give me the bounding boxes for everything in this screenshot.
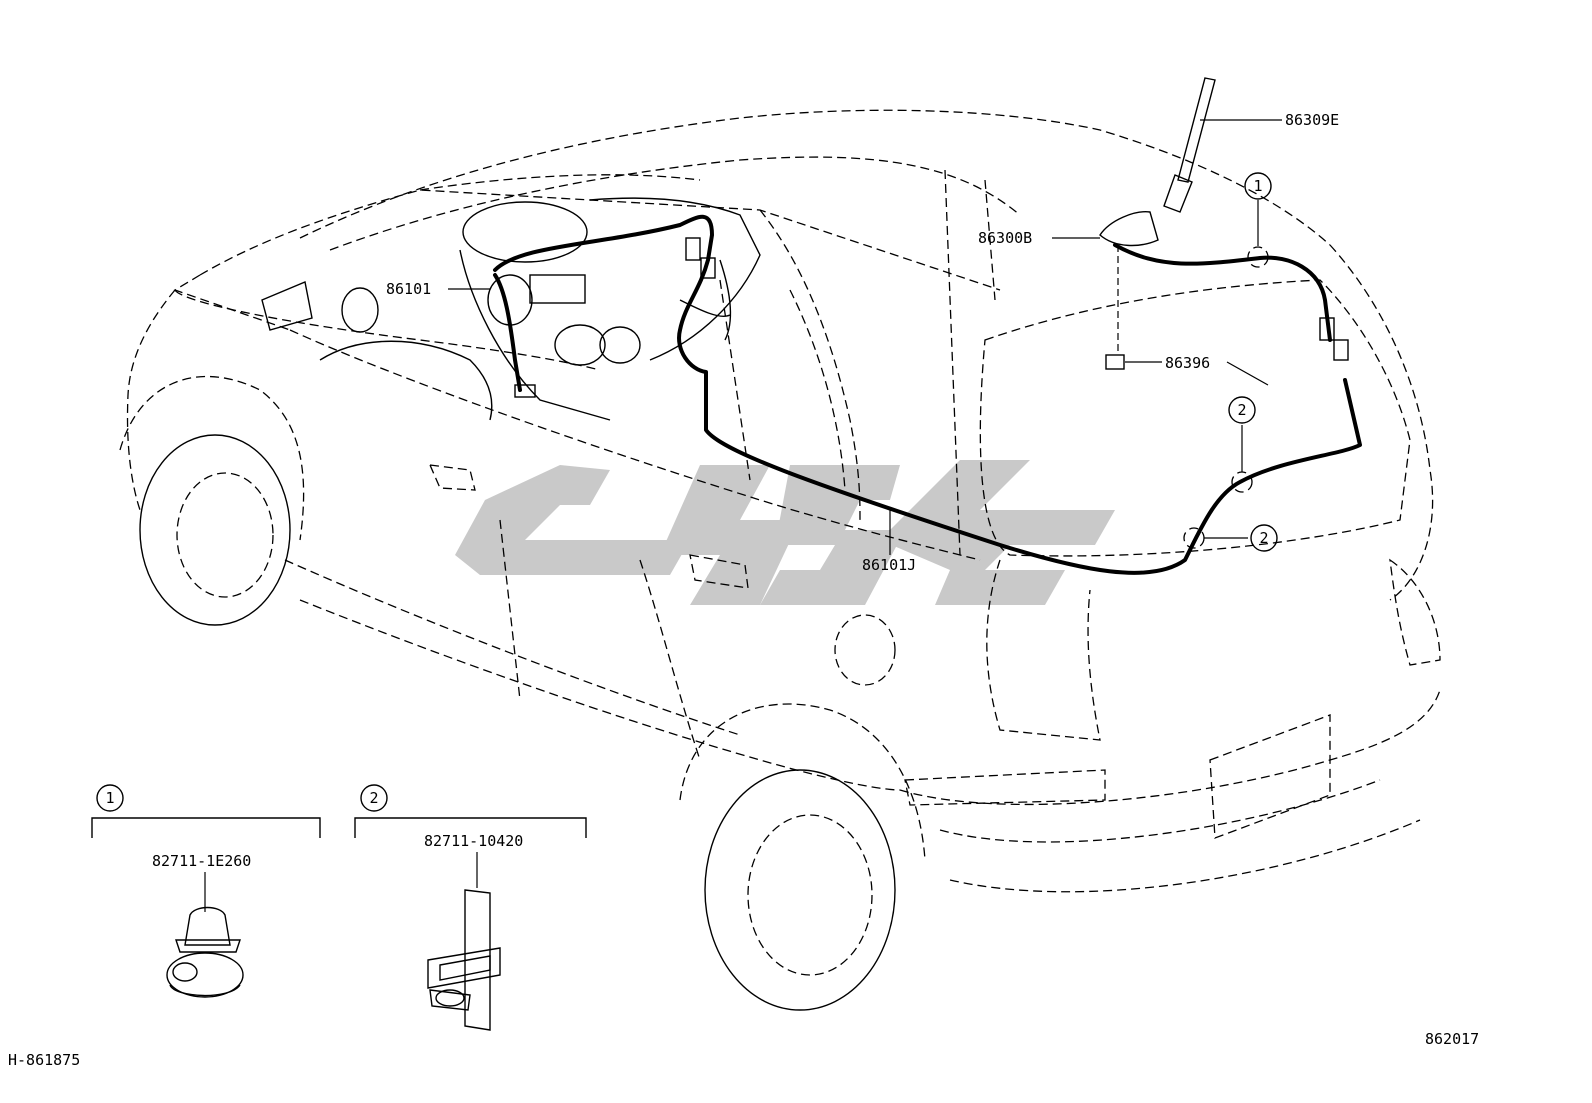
callout-86309e: 86309E bbox=[1285, 111, 1339, 129]
callout-86101: 86101 bbox=[386, 280, 431, 298]
detail-2-part-no: 82711-10420 bbox=[424, 832, 523, 850]
antenna-wire-harness bbox=[493, 214, 1362, 575]
callout-86101j: 86101J bbox=[862, 556, 916, 574]
marker-2-main-lower: 2 bbox=[1250, 524, 1278, 552]
marker-1-main: 1 bbox=[1244, 172, 1272, 200]
svg-text:1: 1 bbox=[1253, 177, 1262, 195]
svg-text:2: 2 bbox=[1259, 529, 1268, 547]
callout-leaders bbox=[448, 119, 1282, 555]
detail-1: 1 82711-1E260 bbox=[91, 784, 321, 998]
callout-86396: 86396 bbox=[1165, 354, 1210, 372]
clamp-1-icon bbox=[166, 906, 244, 998]
marker-2-main-upper: 2 bbox=[1228, 396, 1256, 424]
watermark-logo bbox=[455, 460, 1115, 605]
illustration-id: H-861875 bbox=[8, 1051, 80, 1069]
roof-antenna bbox=[1099, 77, 1216, 370]
detail-2: 2 82711-10420 bbox=[354, 784, 587, 1031]
detail-2-marker: 2 bbox=[369, 789, 378, 807]
clamp-2-icon bbox=[427, 889, 501, 1031]
detail-1-marker: 1 bbox=[105, 789, 114, 807]
car-body-outline bbox=[119, 109, 1441, 1011]
callout-86300b: 86300B bbox=[978, 229, 1032, 247]
dashboard bbox=[319, 197, 761, 421]
svg-text:2: 2 bbox=[1237, 401, 1246, 419]
detail-1-part-no: 82711-1E260 bbox=[152, 852, 251, 870]
figure-number: 862017 bbox=[1425, 1030, 1479, 1048]
